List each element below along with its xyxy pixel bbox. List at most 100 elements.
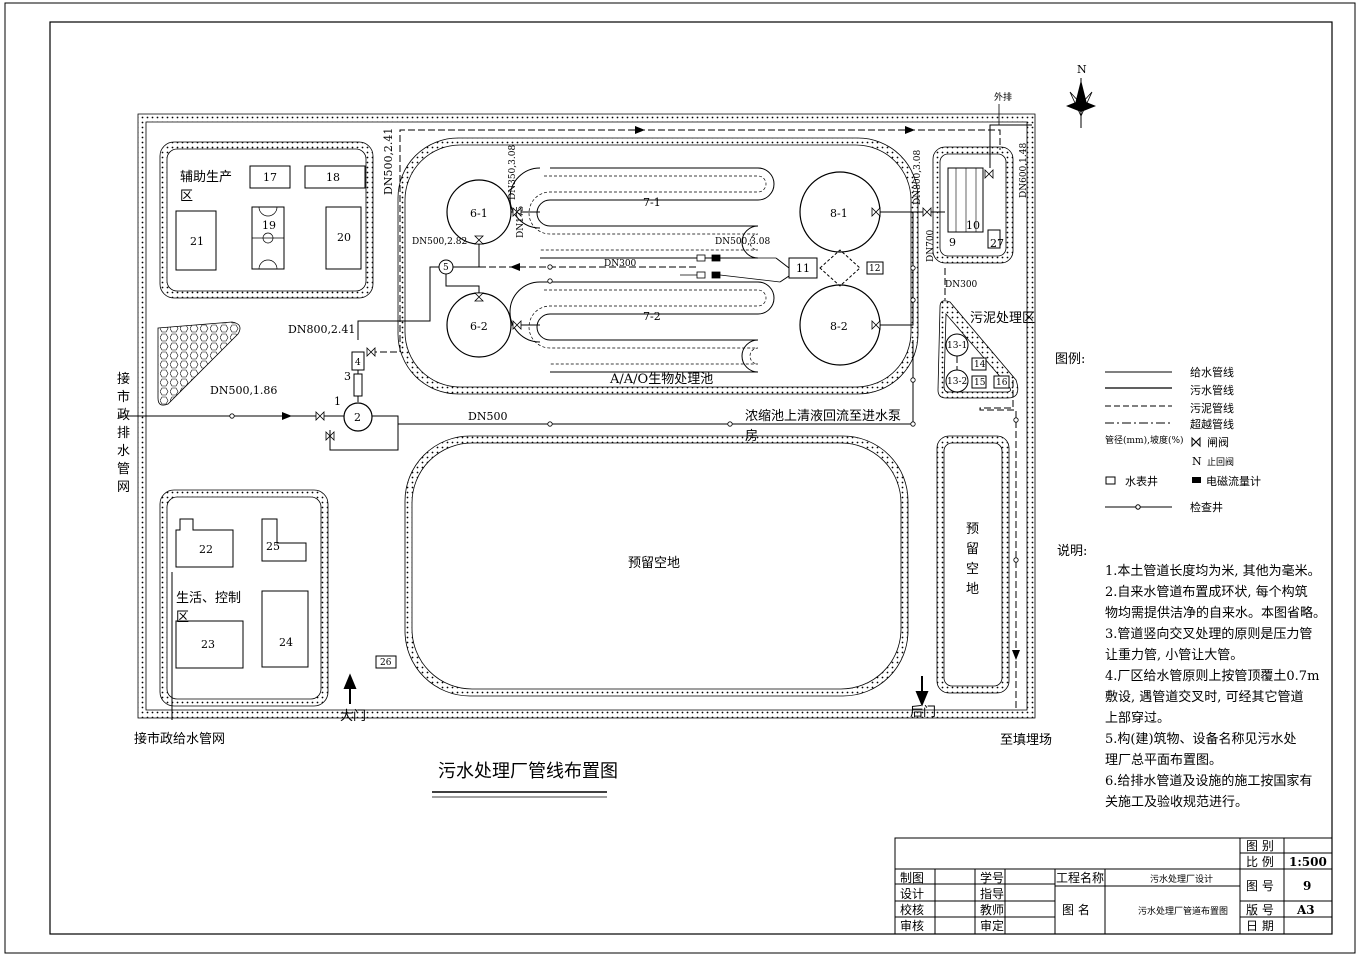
thickener-13-2-label: 13-2 — [947, 377, 967, 387]
reserve-right-char-3: 空 — [966, 562, 979, 577]
legend-check-valve: 止回阀 — [1207, 456, 1234, 468]
reserve-center — [411, 442, 902, 690]
unit-15 — [971, 375, 987, 389]
tb-student-no: 学号 — [980, 870, 1004, 885]
court-19-key-bottom — [258, 259, 278, 270]
tb-drawing-value: 污水处理厂管道布置图 — [1138, 905, 1228, 917]
legend-check-valve-icon: N — [1192, 455, 1202, 468]
main-gate-arrow — [343, 673, 357, 704]
reserve-right-char-2: 留 — [966, 542, 979, 557]
building-24-label: 24 — [279, 636, 293, 649]
note-line-12: 关施工及验收规范进行。 — [1105, 794, 1248, 810]
sewer-network-char-2: 市 — [117, 389, 130, 405]
legend-sewage: 污水管线 — [1190, 383, 1234, 397]
sewer-network-char-6: 管 — [117, 462, 130, 477]
hatched-green-area — [157, 321, 241, 406]
label-dn500-186: DN500,1.86 — [210, 384, 277, 397]
tb-number-value: 9 — [1303, 879, 1311, 893]
unit-14-label: 14 — [974, 360, 986, 370]
unit-16 — [993, 375, 1010, 389]
building-25 — [261, 518, 307, 562]
diamond-distribution — [819, 249, 861, 287]
legend-inspection-icon — [1135, 504, 1141, 510]
life-zone — [166, 496, 322, 700]
note-line-7: 敷设, 遇管道交叉时, 可经其它管道 — [1105, 689, 1304, 705]
tb-size-label: 版 号 — [1246, 903, 1274, 917]
return-arrow — [510, 263, 520, 271]
rear-gate-arrow — [915, 676, 929, 707]
building-17-label: 17 — [263, 171, 277, 184]
landfill-arrow — [1012, 650, 1020, 660]
outer-frame — [4, 2, 1356, 954]
building-22 — [175, 518, 234, 568]
court-19-circle — [262, 232, 274, 244]
tank-7-1-label: 7-1 — [643, 196, 661, 209]
life-zone-label: 生活、控制 — [176, 591, 241, 606]
tb-review: 审核 — [900, 918, 924, 933]
thickener-13-1-label: 13-1 — [947, 341, 967, 351]
serpentine-7-2 — [509, 281, 775, 373]
tb-drawn: 制图 — [900, 871, 924, 885]
building-26-label: 26 — [380, 658, 392, 668]
tb-scale-value: 1:500 — [1289, 855, 1327, 869]
label-dn700: DN700 — [926, 229, 936, 262]
label-dn300-b: DN300 — [945, 280, 978, 290]
legend-overflow: 超越管线 — [1190, 417, 1234, 431]
unit-9-label: 9 — [949, 236, 956, 249]
tb-drawing-label: 图 名 — [1062, 902, 1090, 917]
pump-well-2 — [343, 402, 373, 432]
reserve-center-label: 预留空地 — [628, 556, 680, 571]
legend-meter-well-icon — [1105, 476, 1116, 485]
unit-15-label: 15 — [974, 378, 986, 388]
site-boundary-wall — [137, 113, 1036, 719]
tb-guide: 指导 — [980, 886, 1004, 901]
tb-check: 校核 — [900, 902, 924, 917]
label-dn300: DN300 — [604, 259, 637, 269]
note-line-4: 3.管道竖向交叉处理的原则是压力管 — [1105, 626, 1312, 642]
legend-heading: 图例: — [1055, 352, 1085, 367]
main-gate-label: 大门 — [340, 709, 366, 724]
building-20-label: 20 — [337, 231, 351, 244]
building-17 — [249, 165, 291, 189]
label-dn500-241: DN500,2.41 — [382, 128, 395, 195]
tb-project-value: 污水处理厂设计 — [1150, 873, 1213, 885]
inlet-arrow — [282, 412, 292, 420]
note-line-10: 理厂总平面布置图。 — [1105, 753, 1222, 768]
legend-valve-icon — [1191, 436, 1201, 448]
reserve-right-char-1: 预 — [966, 522, 979, 537]
tank-8-1-label: 8-1 — [830, 207, 848, 220]
label-dn600-148: DN600,1.48 — [1019, 143, 1029, 198]
sewer-network-char-4: 排 — [117, 426, 130, 441]
court-19-key-top — [258, 206, 278, 217]
unit-16-label: 16 — [996, 378, 1008, 388]
tank-6-2-label: 6-2 — [470, 320, 488, 333]
note-line-8: 上部穿过。 — [1105, 710, 1170, 726]
chamber-3 — [353, 373, 363, 397]
water-network-label: 接市政给水管网 — [134, 731, 225, 747]
legend-flowmeter: 电磁流量计 — [1206, 474, 1261, 488]
note-line-6: 4.厂区给水管原则上按管顶覆土0.7m — [1105, 669, 1319, 684]
landfill-label: 至填埋场 — [1000, 733, 1052, 748]
legend-inspection: 检查井 — [1190, 500, 1223, 514]
sewer-network-char-1: 接 — [117, 371, 130, 387]
title-block-grid — [894, 837, 1333, 935]
dn500-241-bypass — [370, 129, 1001, 353]
note-line-9: 5.构(建)筑物、设备名称见污水处 — [1105, 731, 1297, 747]
flowmeters — [680, 254, 781, 283]
tank-6-1-label: 6-1 — [470, 207, 488, 220]
sewer-network-char-7: 网 — [117, 480, 130, 495]
unit-11-label: 11 — [796, 262, 810, 275]
serpentine-7-1 — [509, 167, 775, 259]
label-return: 浓缩池上清液回流至进水泵 — [745, 408, 901, 424]
rear-gate-label: 后门 — [910, 705, 936, 720]
aux-zone — [166, 148, 367, 292]
unit-12 — [866, 261, 884, 275]
north-arrow-icon — [1066, 78, 1096, 128]
note-line-1: 1.本土管道长度均为米, 其他为毫米。 — [1105, 563, 1321, 579]
tb-project-label: 工程名称 — [1056, 870, 1104, 885]
sludge-zone-label: 污泥处理区 — [970, 311, 1035, 326]
building-25-label: 25 — [266, 540, 280, 553]
legend-sludge: 污泥管线 — [1190, 401, 1234, 415]
overflow-arrow-1 — [635, 126, 645, 134]
note-line-5: 让重力管, 小管让大管。 — [1105, 647, 1243, 663]
